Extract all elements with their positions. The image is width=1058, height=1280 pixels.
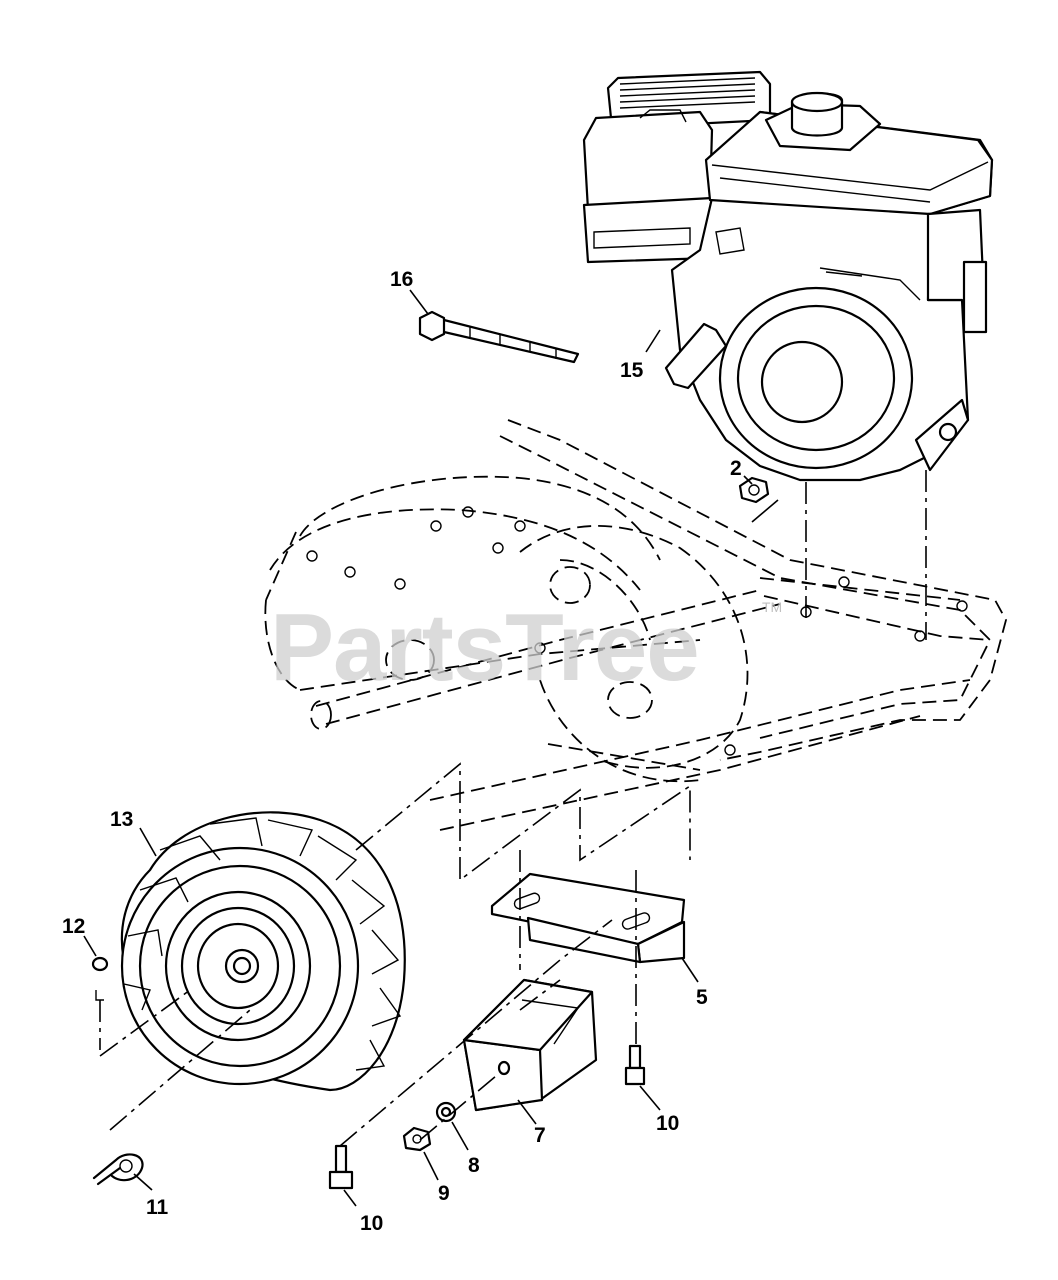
wheel-cap xyxy=(91,956,109,1001)
tiller-assembly-phantom xyxy=(264,419,1007,831)
weight-block xyxy=(462,978,598,1112)
watermark-text: PartsTree xyxy=(270,594,699,701)
callout-11: 11 xyxy=(146,1196,169,1219)
callout-12: 12 xyxy=(62,915,85,938)
callout-7: 7 xyxy=(534,1124,546,1147)
hex-nut-9 xyxy=(402,1126,432,1152)
callout-13: 13 xyxy=(110,808,133,831)
callout-2: 2 xyxy=(730,457,742,480)
cable-tie xyxy=(418,310,580,364)
assembly-axis-lines xyxy=(99,470,927,1147)
callout-15: 15 xyxy=(620,359,644,382)
callout-10a: 10 xyxy=(360,1212,383,1235)
callout-8: 8 xyxy=(468,1154,480,1177)
hex-bolt-right xyxy=(624,1044,646,1086)
leader-lines xyxy=(83,289,779,1207)
lock-washer xyxy=(435,1101,457,1123)
engine xyxy=(582,70,994,482)
wheel-tire xyxy=(120,811,406,1092)
callout-10b: 10 xyxy=(656,1112,679,1135)
callout-16: 16 xyxy=(390,268,413,291)
hairpin-clip xyxy=(92,1153,144,1186)
hex-bolt-lower xyxy=(328,1144,354,1190)
watermark-trademark: TM xyxy=(762,599,782,615)
callout-9: 9 xyxy=(438,1182,450,1205)
hex-nut-2 xyxy=(738,476,770,504)
callout-5: 5 xyxy=(696,986,708,1009)
